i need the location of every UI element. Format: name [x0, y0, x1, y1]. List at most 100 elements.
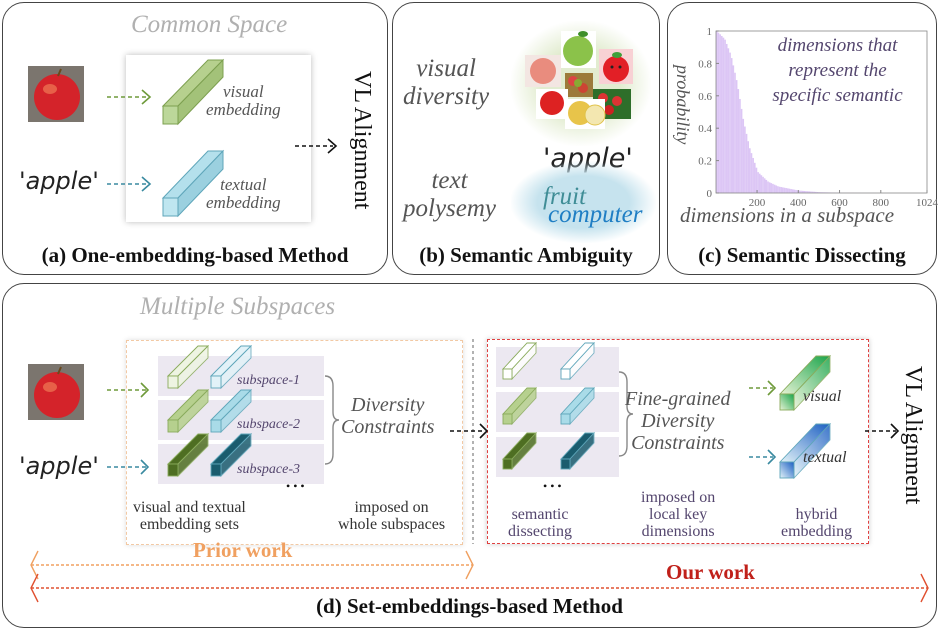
chart-bar	[785, 188, 787, 193]
chart-bar	[755, 167, 758, 193]
apple-collage	[525, 31, 633, 129]
y-axis-label: probability	[673, 65, 693, 145]
caption-a: (a) One-embedding-based Method	[41, 243, 349, 267]
visual-dissected-cube	[501, 341, 538, 381]
hybrid-visual-arrow	[749, 380, 777, 396]
vl-alignment-label: VL Alignment	[900, 366, 926, 505]
visual-dissected-cube	[501, 431, 538, 471]
chart-bar	[752, 157, 754, 193]
chart-bar	[782, 187, 784, 193]
chart-bar	[773, 184, 776, 193]
y-tick-label: 0.8	[698, 58, 712, 70]
alignment-arrow	[295, 138, 338, 154]
chart-bar	[719, 34, 721, 193]
visual-embedding-cube	[161, 58, 225, 126]
hybrid-visual-cube	[778, 354, 832, 412]
chart-bar	[747, 141, 750, 193]
chart-bar	[791, 189, 794, 193]
chart-bar	[813, 191, 816, 193]
chart-bar	[777, 186, 779, 193]
chart-bar	[786, 188, 789, 193]
chart-bar	[798, 190, 801, 193]
our-work-span	[30, 573, 929, 603]
chart-bar	[810, 191, 812, 193]
chart-bar	[775, 185, 778, 193]
common-space-box	[126, 55, 311, 222]
chart-bar	[717, 32, 720, 194]
chart-bar	[805, 191, 807, 193]
chart-bar	[760, 175, 763, 193]
chart-bar	[793, 189, 796, 193]
prior-work-label: Prior work	[193, 538, 293, 562]
subspace-label-3: subspace-3	[237, 462, 300, 477]
chart-bar	[816, 192, 819, 193]
chart-bar	[722, 37, 725, 194]
visual-input-arrow	[107, 382, 150, 398]
common-space-title: Common Space	[131, 11, 288, 38]
visual-subspace-cube	[166, 432, 210, 478]
chart-bar	[811, 191, 814, 193]
apple-icon	[34, 68, 80, 120]
x-tick-label: 200	[749, 197, 766, 209]
chart-bar	[763, 178, 766, 193]
chart-bar	[735, 80, 738, 193]
chart-bar	[716, 31, 718, 193]
prior-work-box	[126, 340, 463, 545]
textual-arrow	[107, 176, 152, 192]
visual-dissected-cube	[501, 386, 538, 426]
textual-dissected-cube	[559, 431, 596, 471]
visual-subspace-cube	[166, 388, 210, 434]
transition-arrow	[450, 423, 489, 439]
x-axis-label: dimensions in a subspace	[680, 203, 895, 227]
chart-bar	[745, 133, 748, 193]
chart-bar	[758, 173, 761, 193]
apple-photo	[28, 364, 84, 420]
chart-bar	[727, 48, 730, 193]
chart-bar	[720, 35, 723, 193]
chart-bar	[744, 126, 746, 193]
caption-d: (d) Set-embeddings-based Method	[316, 594, 623, 618]
chart-bar	[739, 98, 741, 193]
multiple-subspaces-title: Multiple Subspaces	[140, 293, 336, 320]
textual-subspace-cube	[209, 344, 253, 390]
textual-embedding-cube	[161, 149, 225, 218]
caption-c: (c) Semantic Dissecting	[698, 243, 906, 267]
chart-bar	[772, 183, 774, 193]
hybrid-visual-label: visual	[803, 388, 842, 405]
sense-fruit: fruit	[543, 183, 587, 210]
hybrid-textual-cube	[778, 422, 832, 480]
ellipsis-prior: • • •	[286, 479, 305, 493]
chart-bar	[725, 43, 728, 194]
our-work-box	[487, 339, 869, 544]
chart-bar	[750, 153, 753, 193]
chart-bar	[801, 190, 804, 193]
hybrid-textual-label: textual	[803, 449, 847, 466]
panel-d-graphics	[30, 339, 929, 603]
chart-bar	[815, 191, 817, 193]
chart-bar	[753, 162, 756, 193]
chart-bar	[749, 148, 751, 193]
chart-bar	[730, 58, 733, 193]
y-tick-label: 0.2	[698, 156, 712, 168]
chart-bar	[790, 188, 792, 193]
apple-word: 'apple'	[19, 167, 99, 195]
prior-work-span	[30, 550, 474, 580]
chart-bar	[778, 186, 781, 193]
subspace-label-1: subspace-1	[237, 373, 300, 388]
chart-bar	[783, 187, 786, 193]
textual-subspace-cube	[209, 388, 253, 434]
apple-word: 'apple'	[19, 452, 99, 480]
chart-bar	[765, 179, 768, 193]
textual-dissected-cube	[559, 386, 596, 426]
x-tick-label: 800	[873, 197, 890, 209]
x-tick-label: 600	[831, 197, 848, 209]
